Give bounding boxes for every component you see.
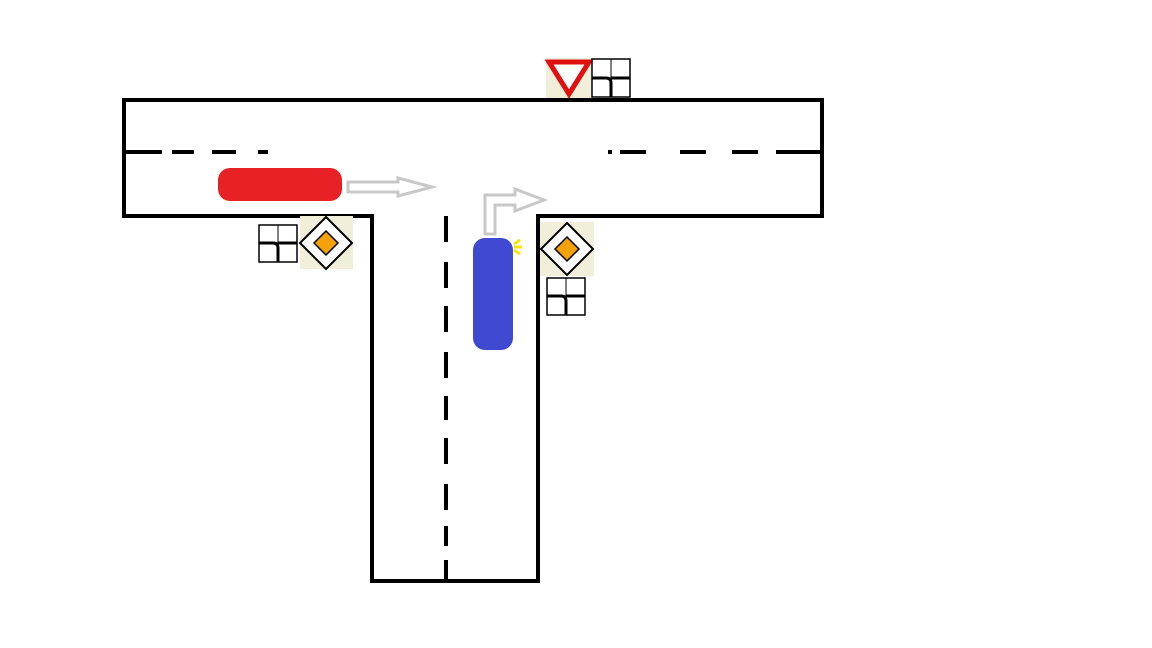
road-outline [122,98,824,583]
road [122,98,824,583]
direction-of-main-road-plate [591,58,631,98]
direction-of-main-road-plate [546,277,586,316]
blue-car [473,238,522,350]
priority-road-icon [298,215,354,271]
yield-sign-icon [544,59,594,99]
lane-markings [124,150,822,583]
right-turn-arrow-icon [483,186,549,236]
red-car-body [218,168,342,201]
blue-car-body [473,238,513,350]
priority-sign-right [539,221,595,316]
red-car [218,168,342,201]
yield-sign [544,58,631,99]
priority-road-icon [539,221,595,277]
blue-car-path-arrow [483,186,549,236]
direction-of-main-road-plate [258,224,298,263]
priority-sign-left [258,215,354,271]
red-car-path-arrow [346,176,438,198]
turn-signal-icon [513,238,522,256]
straight-arrow-icon [346,176,438,198]
